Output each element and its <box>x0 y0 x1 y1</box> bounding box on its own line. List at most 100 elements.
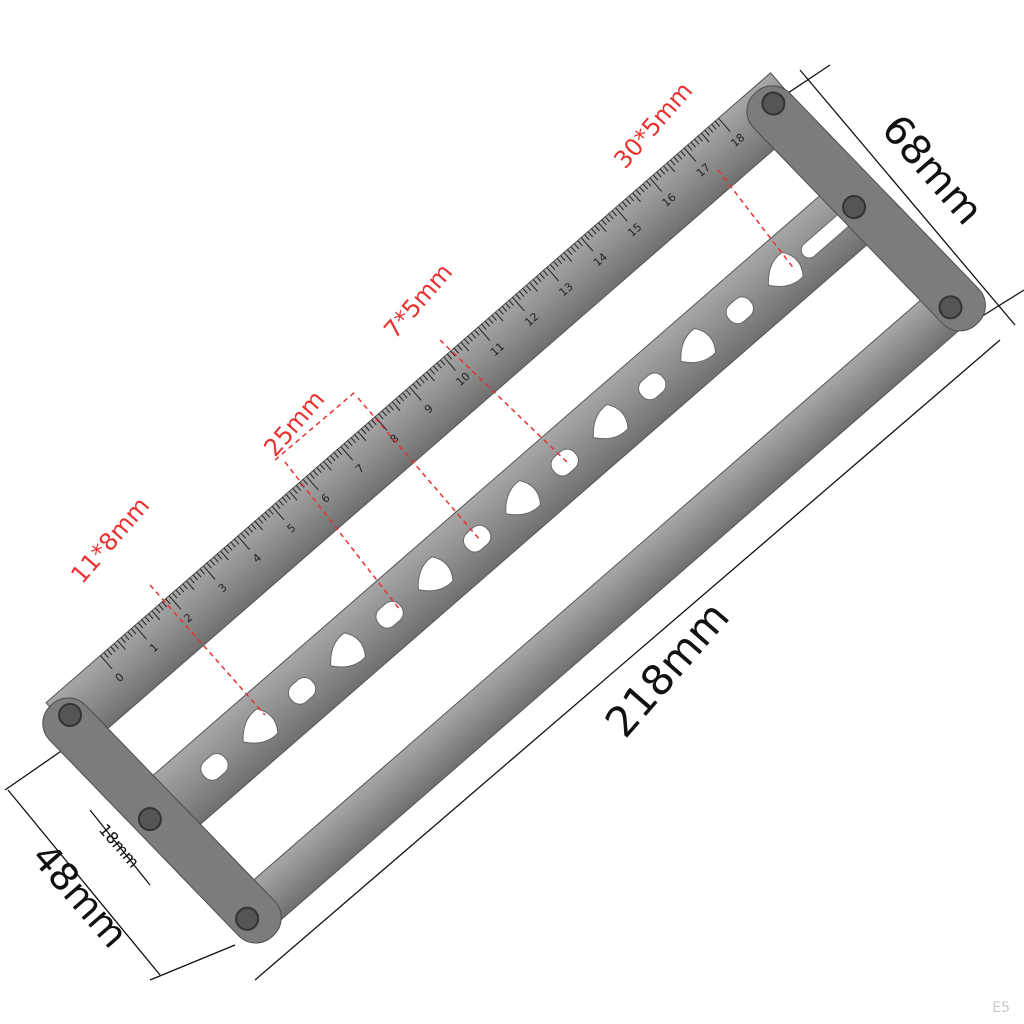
ruler-tick <box>673 156 679 163</box>
ruler-tick <box>587 231 593 238</box>
ruler-tick <box>457 344 463 351</box>
ruler-tick <box>484 320 490 327</box>
ruler-tick <box>683 147 697 162</box>
ruler-tick <box>292 487 298 494</box>
ruler-tick <box>656 171 662 178</box>
ruler-tick <box>220 550 229 561</box>
ruler-tick <box>518 290 525 297</box>
ruler-tick <box>711 123 717 130</box>
ruler-tick <box>439 359 446 366</box>
ruler-tick <box>422 374 429 381</box>
ruler-tick <box>141 619 147 626</box>
ruler-tick <box>470 332 477 339</box>
ruler-tick <box>433 365 439 372</box>
ruler-tick <box>127 631 133 638</box>
dimension-lines <box>4 64 1024 981</box>
ruler-tick <box>663 165 669 172</box>
ruler-tick <box>591 228 597 235</box>
ruler-tick <box>230 541 236 548</box>
rivet-icon <box>842 195 867 220</box>
ruler-tick <box>700 132 710 143</box>
bar-hole <box>287 676 317 705</box>
watermark: E5 <box>992 1000 1010 1016</box>
ruler-tick <box>378 413 384 420</box>
ruler-tick <box>247 526 254 533</box>
ruler-tick <box>508 299 514 306</box>
bar-hole <box>200 753 229 781</box>
ruler-tick <box>144 616 151 623</box>
ruler-tick <box>646 180 652 187</box>
ruler-tick <box>178 586 185 593</box>
ruler-tick <box>419 377 425 384</box>
ruler-tick <box>110 646 116 653</box>
ruler-tick <box>512 296 525 312</box>
ruler-tick <box>436 362 442 369</box>
ruler-tick <box>542 270 549 276</box>
bar-hole <box>592 403 629 440</box>
ruler-tick <box>494 311 504 322</box>
hole-label-7x5: 7*5mm <box>378 258 458 344</box>
ruler-tick <box>336 449 343 456</box>
ruler-tick <box>529 281 538 292</box>
ruler-tick <box>165 598 171 605</box>
ruler-tick <box>697 135 703 142</box>
ruler-tick <box>257 517 264 524</box>
ruler-tick <box>639 186 645 193</box>
ruler-tick <box>333 452 339 459</box>
ruler-tick <box>288 490 298 501</box>
ruler-tick <box>278 499 284 506</box>
ruler-tick <box>549 264 556 271</box>
ruler-tick <box>192 574 199 581</box>
ruler-tick <box>409 386 422 401</box>
ruler-tick <box>391 401 401 412</box>
left-end-link <box>42 697 282 944</box>
ruler-tick <box>402 392 408 399</box>
ruler-tick <box>628 195 635 202</box>
ruler-tick <box>364 425 370 432</box>
ruler-tick <box>491 314 497 321</box>
rivet-icon <box>137 807 162 832</box>
ruler-tick <box>285 493 291 500</box>
ruler-tick <box>154 607 161 614</box>
ruler-tick <box>158 604 164 611</box>
ruler-tick <box>134 625 147 640</box>
ruler-tick <box>330 455 336 462</box>
ruler-tick <box>398 395 405 402</box>
ruler-tick <box>573 243 580 250</box>
ruler-tick <box>594 225 600 232</box>
ruler-tick <box>597 222 607 233</box>
bar-hole <box>330 632 366 668</box>
bar-hole <box>505 480 541 516</box>
ruler-tick <box>223 547 229 554</box>
ruler-tick <box>560 255 566 262</box>
ruler-tick <box>350 437 357 444</box>
ruler-tick <box>117 640 126 650</box>
bar-hole <box>417 556 454 592</box>
ruler-tick <box>676 153 683 160</box>
rivet-icon <box>235 906 260 931</box>
ruler-tick <box>374 416 388 431</box>
ruler-tick <box>106 649 113 656</box>
ruler-tick <box>601 219 607 226</box>
ruler-tick <box>185 580 195 591</box>
ruler-tick <box>501 305 508 312</box>
hole-label-25mm: 25mm <box>258 385 330 462</box>
ruler-tick <box>168 595 182 610</box>
ruler-tick <box>687 144 693 151</box>
ruler-tick <box>659 168 666 175</box>
ruler-tick <box>429 368 436 375</box>
ruler-tick <box>453 347 460 354</box>
ruler-tick <box>666 162 676 173</box>
ruler-tick <box>632 192 641 203</box>
ruler-tick <box>625 198 631 205</box>
ruler-tick <box>196 571 202 578</box>
ruler-tick <box>477 326 491 342</box>
rivet-icon <box>938 295 963 320</box>
ruler-tick <box>707 126 714 133</box>
ruler-tick <box>130 628 137 635</box>
ruler-tick <box>388 404 394 411</box>
ruler-tick <box>563 252 573 262</box>
bar-hole <box>767 251 804 287</box>
